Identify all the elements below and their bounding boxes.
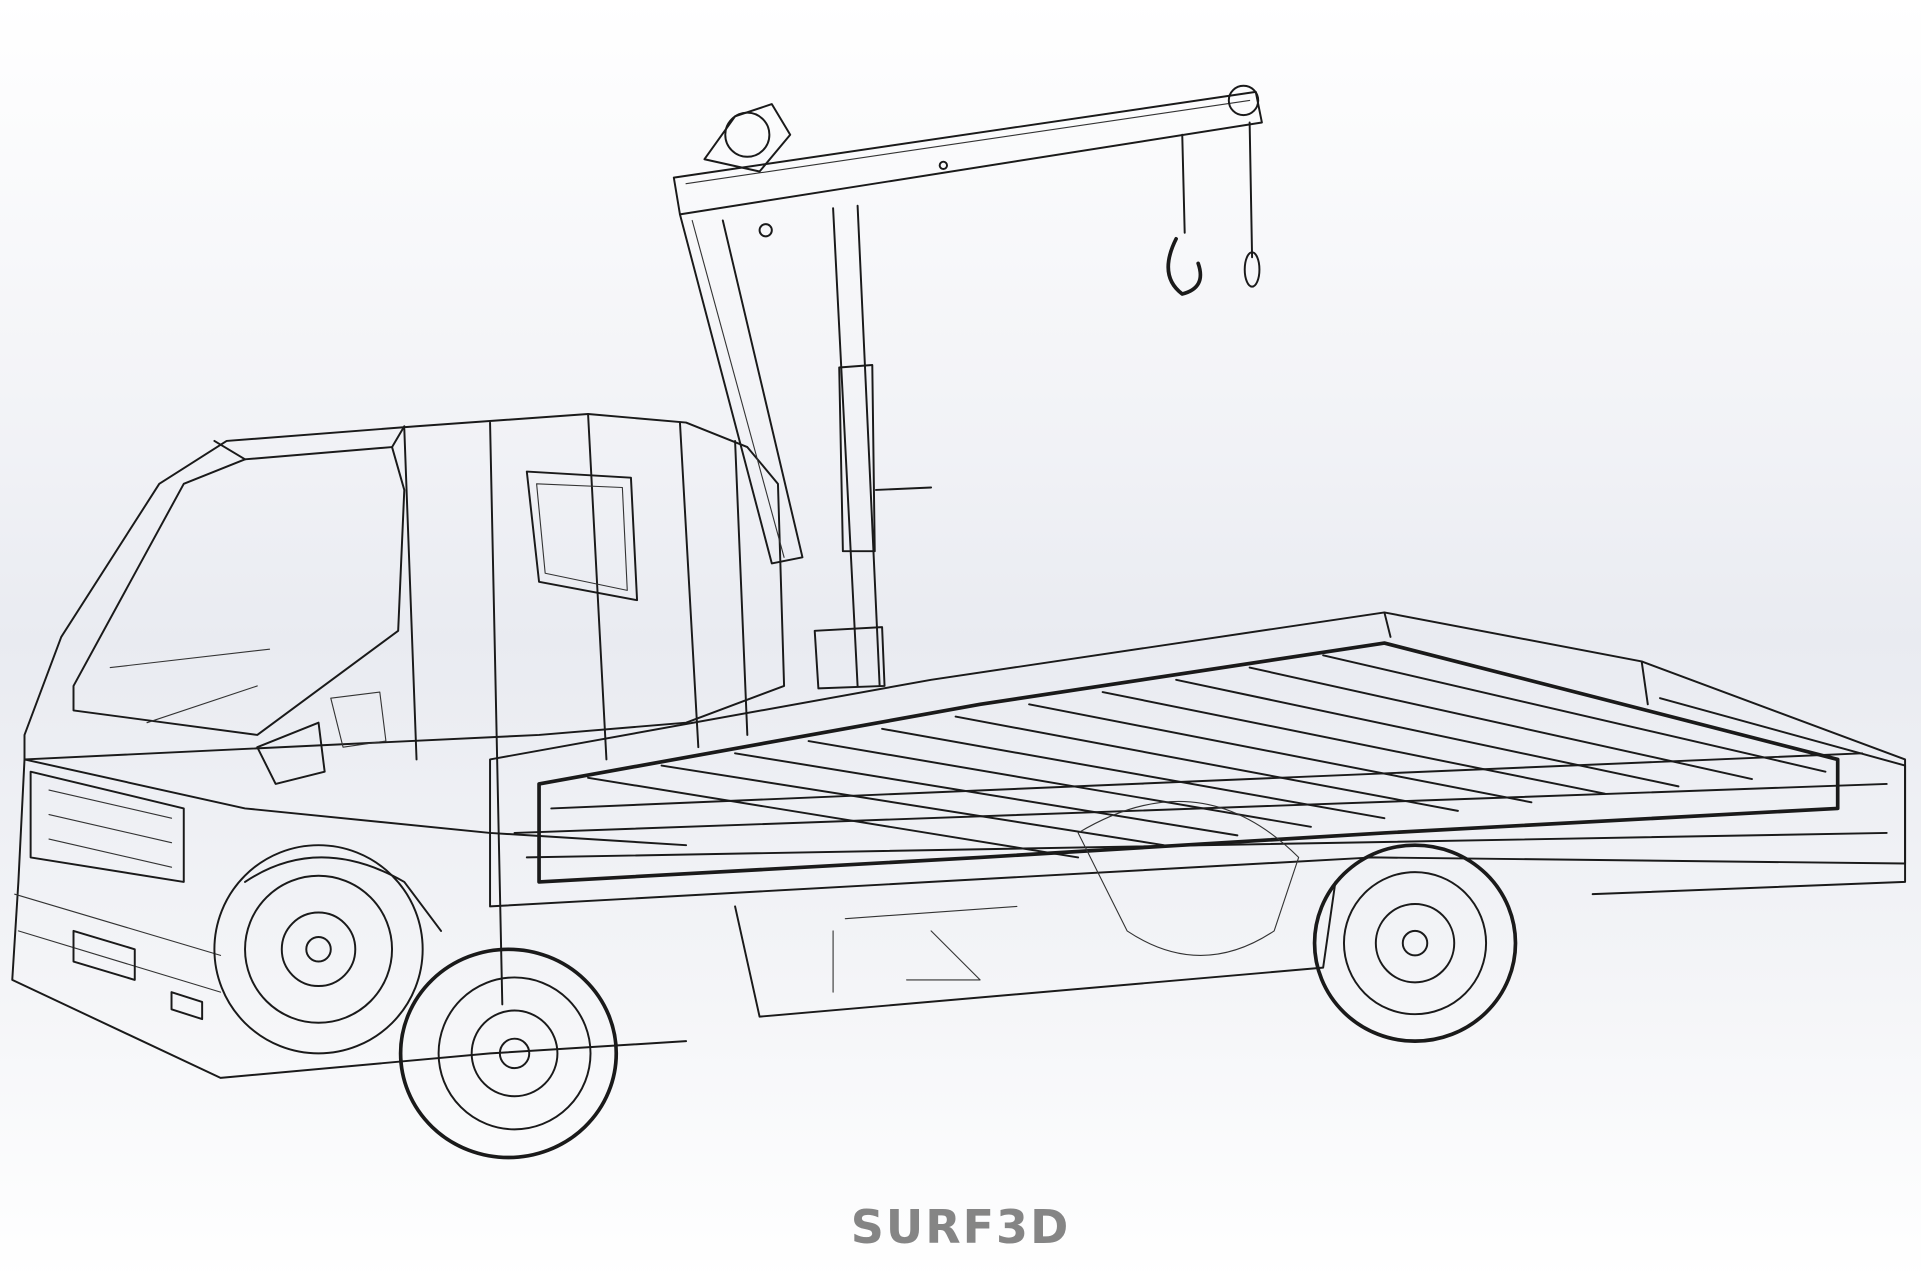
crane — [672, 84, 1263, 690]
front-wheel — [398, 947, 619, 1160]
surf3d-logo: SURF3D — [850, 1200, 1071, 1254]
front-wheel-rear-side — [213, 844, 424, 1055]
truck-cab — [11, 413, 786, 1079]
rear-wheel — [1312, 843, 1518, 1043]
flatbed — [489, 611, 1907, 1018]
